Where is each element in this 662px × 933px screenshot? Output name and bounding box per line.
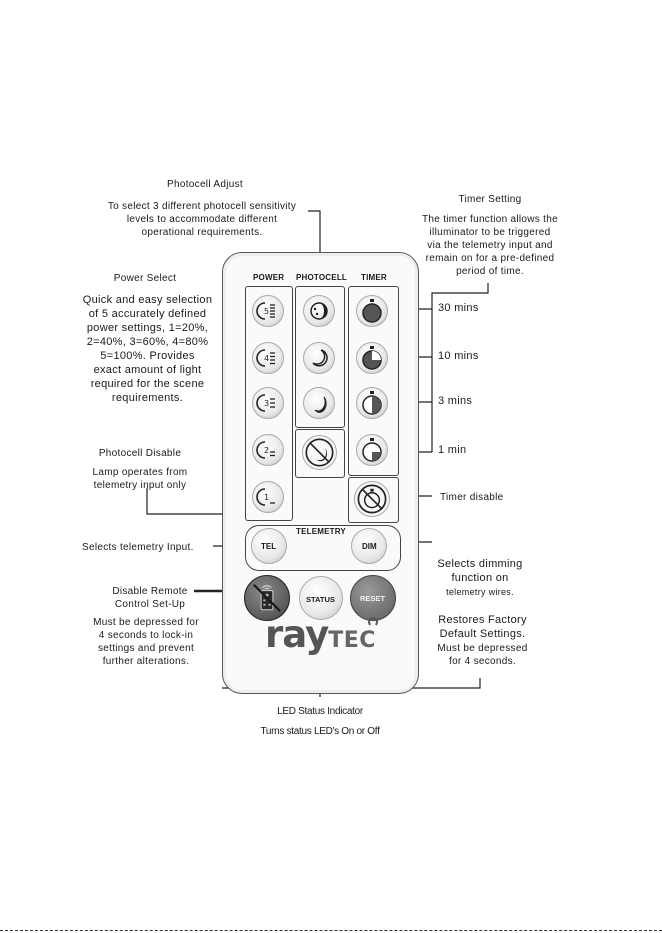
logo-ray: ray: [265, 613, 329, 656]
logo-mark-icon: [368, 617, 378, 627]
photocell-high-button[interactable]: [303, 295, 335, 327]
power-column: [245, 286, 293, 521]
svg-text:3: 3: [264, 399, 269, 408]
raytec-logo: rayTEC: [265, 613, 385, 663]
page-bottom-border: [0, 930, 662, 931]
photocell-column: [295, 286, 345, 428]
timer-setting-desc: The timer function allows the illuminato…: [422, 214, 558, 277]
photocell-adjust-title: Photocell Adjust: [167, 179, 243, 190]
timer-header: TIMER: [361, 273, 387, 282]
restores-title: Restores Factory Default Settings.: [438, 614, 527, 640]
telemetry-box: [245, 525, 401, 571]
svg-text:1: 1: [264, 493, 269, 502]
timer-3-label: 3 mins: [438, 395, 473, 407]
photocell-medium-button[interactable]: [303, 342, 335, 374]
photocell-disable-title: Photocell Disable: [98, 448, 182, 459]
tel-button-label: TEL: [261, 542, 277, 551]
photocell-low-button[interactable]: [303, 387, 335, 419]
svg-text:4: 4: [264, 354, 269, 363]
led-status-title: LED Status Indicator: [277, 706, 363, 717]
timer-30-label: 30 mins: [438, 302, 479, 314]
timer-10-button[interactable]: [356, 342, 388, 374]
photocell-disable-desc: Lamp operates from telemetry input only: [92, 467, 188, 491]
photocell-disable-box: [295, 429, 345, 478]
timer-disable-box: [348, 477, 399, 523]
timer-1-label: 1 min: [438, 444, 467, 456]
selects-dimming-label: Selects dimming function on telemetry wi…: [437, 558, 523, 597]
timer-setting-title: Timer Setting: [458, 194, 522, 205]
timer-disable-button[interactable]: [354, 481, 390, 517]
timer-3-button[interactable]: [356, 387, 388, 419]
timer-30-button[interactable]: [356, 295, 388, 327]
led-status-desc: Turns status LED's On or Off: [260, 726, 380, 737]
photocell-header: PHOTOCELL: [296, 273, 347, 282]
power-1-button[interactable]: 1: [252, 481, 284, 513]
dim-button-label: DIM: [362, 542, 377, 551]
dim-button[interactable]: DIM: [351, 528, 387, 564]
telemetry-header: TELEMETRY: [296, 527, 346, 536]
disable-remote-title: Disable Remote Control Set-Up: [112, 586, 188, 610]
timer-column: [348, 286, 399, 476]
power-5-button[interactable]: 5: [252, 295, 284, 327]
power-select-title: Power Select: [113, 273, 177, 284]
power-header: POWER: [253, 273, 285, 282]
status-button[interactable]: STATUS: [299, 576, 343, 620]
restores-desc: Must be depressed for 4 seconds.: [437, 643, 528, 667]
photocell-disable-button[interactable]: [302, 435, 337, 470]
power-4-button[interactable]: 4: [252, 342, 284, 374]
timer-10-label: 10 mins: [438, 350, 479, 362]
selects-telemetry-label: Selects telemetry Input.: [82, 542, 194, 553]
power-2-button[interactable]: 2: [252, 434, 284, 466]
svg-text:2: 2: [264, 446, 269, 455]
status-button-label: STATUS: [306, 595, 335, 604]
svg-text:5: 5: [264, 307, 269, 316]
remote-control: POWER PHOTOCELL TIMER TELEMETRY 5 4 3 2 …: [222, 252, 419, 694]
power-select-desc: Quick and easy selection of 5 accurately…: [82, 294, 213, 404]
disable-remote-desc: Must be depressed for 4 seconds to lock-…: [93, 617, 199, 667]
photocell-adjust-desc: To select 3 different photocell sensitiv…: [107, 201, 297, 238]
power-3-button[interactable]: 3: [252, 387, 284, 419]
timer-1-button[interactable]: [356, 434, 388, 466]
tel-button[interactable]: TEL: [251, 528, 287, 564]
reset-button-label: RESET: [360, 594, 386, 603]
disable-remote-button[interactable]: [244, 575, 290, 621]
logo-tec: TEC: [328, 628, 376, 653]
timer-disable-label: Timer disable: [440, 492, 504, 503]
